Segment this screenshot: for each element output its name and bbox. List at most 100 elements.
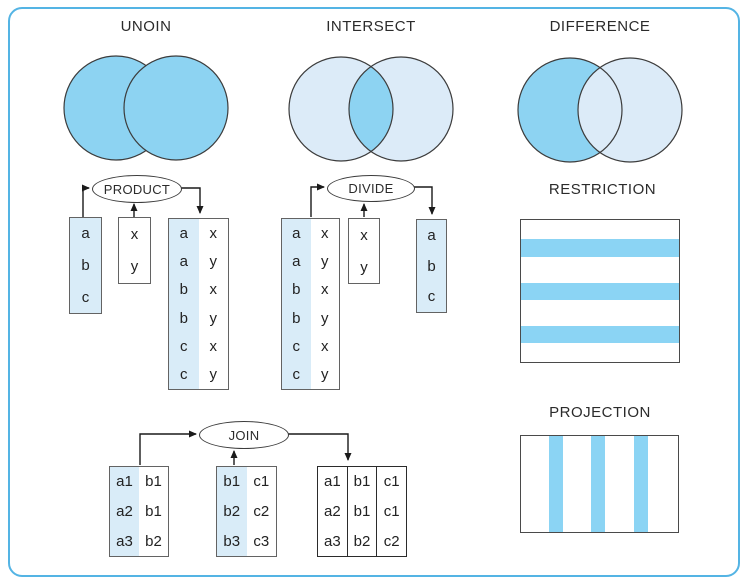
divide-result-table: a b c [416,219,447,313]
table-cell: x [321,337,329,355]
table-cell: y [321,309,329,327]
table-cell: b3 [223,532,241,550]
table-cell: x [360,226,368,244]
table-cell: a [179,252,188,270]
join-middle-column-2: c1 c2 c3 [247,467,277,556]
table-cell: a2 [116,503,133,520]
table-cell: y [209,309,218,327]
table-cell: a [292,224,301,242]
table-cell: c [180,337,188,355]
restriction-diagram [520,219,680,363]
table-cell: x [130,225,139,243]
join-left-column-2: b1 b1 b2 [139,467,168,556]
difference-left-outline [517,57,623,163]
table-cell: x [209,337,218,355]
difference-right-circle [578,58,682,162]
table-cell: b [292,281,301,299]
join-operator-oval: JOIN [199,421,289,449]
table-cell: x [321,281,329,299]
table-cell: y [209,366,218,384]
product-left-table: a b c [69,217,102,314]
table-cell: y [321,366,329,384]
divide-middle-column: x y [349,219,379,283]
divide-operator-oval: DIVIDE [327,175,415,202]
table-cell: a [427,226,436,244]
join-result-table: a1 a2 a3 b1 b1 b2 c1 c1 c2 [317,466,407,557]
join-middle-column-1: b1 b2 b3 [217,467,247,556]
product-operator-oval: PRODUCT [92,175,182,203]
table-cell: b [292,309,301,327]
table-cell: a [292,252,301,270]
intersect-left-outline [288,56,394,162]
table-cell: y [321,252,329,270]
table-cell: b1 [353,503,371,520]
table-cell: x [209,281,218,299]
table-cell: a3 [116,532,133,550]
join-result-column-1: a1 a2 a3 [318,467,347,556]
table-cell: b [179,309,188,327]
table-cell: c [180,366,188,384]
table-cell: b [179,281,188,299]
table-cell: b [81,257,90,274]
projection-diagram [520,435,679,533]
join-middle-table: b1 b2 b3 c1 c2 c3 [216,466,277,557]
table-cell: c [292,366,301,384]
join-result-column-2: b1 b1 b2 [346,467,377,556]
table-cell: a [81,225,90,243]
table-cell: a [179,224,188,242]
product-middle-column: x y [119,218,150,283]
join-result-column-3: c1 c1 c2 [376,467,406,556]
join-left-column-1: a1 a2 a3 [110,467,139,556]
restriction-title: RESTRICTION [548,181,657,198]
join-left-table: a1 a2 a3 b1 b1 b2 [109,466,169,557]
table-cell: b1 [145,473,162,491]
union-title: UNOIN [120,18,172,35]
restriction-selected-row [521,326,679,343]
union-venn-diagram [63,55,229,161]
table-cell: c3 [253,532,270,550]
table-cell: c [81,288,90,306]
product-operator-label: PRODUCT [103,181,171,197]
table-cell: x [321,224,329,242]
table-cell: b2 [145,532,162,550]
table-cell: b [427,257,436,275]
table-cell: a3 [323,532,341,550]
intersect-venn-diagram [288,56,454,162]
table-cell: c1 [383,473,400,491]
intersect-overlap-region [349,57,393,161]
projection-title: PROJECTION [549,404,651,421]
difference-title: DIFFERENCE [549,18,651,35]
divide-result-column: a b c [417,220,446,312]
figure-border [8,7,740,577]
projection-selected-column [634,436,648,532]
divide-left-column-2: x y x y x y [311,219,340,389]
table-cell: b1 [145,503,162,520]
table-cell: a2 [323,503,341,520]
table-cell: y [209,252,218,270]
table-cell: c [292,337,301,355]
table-cell: b1 [353,473,371,491]
table-cell: a1 [323,473,341,491]
difference-right-outline [577,57,683,163]
product-middle-table: x y [118,217,151,284]
join-operator-label: JOIN [228,427,260,443]
product-result-table: a a b b c c x y x y x y [168,218,229,390]
restriction-selected-row [521,239,679,257]
product-result-column-1: a a b b c c [169,219,199,389]
difference-venn-diagram [517,57,683,163]
divide-left-table: a a b b c c x y x y x y [281,218,340,390]
product-result-column-2: x y x y x y [199,219,229,389]
projection-selected-column [591,436,605,532]
projection-selected-column [549,436,563,532]
divide-operator-label: DIVIDE [348,181,394,196]
union-right-circle [123,55,229,161]
table-cell: y [360,258,368,276]
divide-left-column-1: a a b b c c [282,219,311,389]
table-cell: x [209,224,218,242]
table-cell: y [130,258,139,276]
table-cell: c [427,288,436,306]
intersect-right-outline [348,56,454,162]
restriction-selected-row [521,283,679,300]
table-cell: b2 [353,532,371,550]
